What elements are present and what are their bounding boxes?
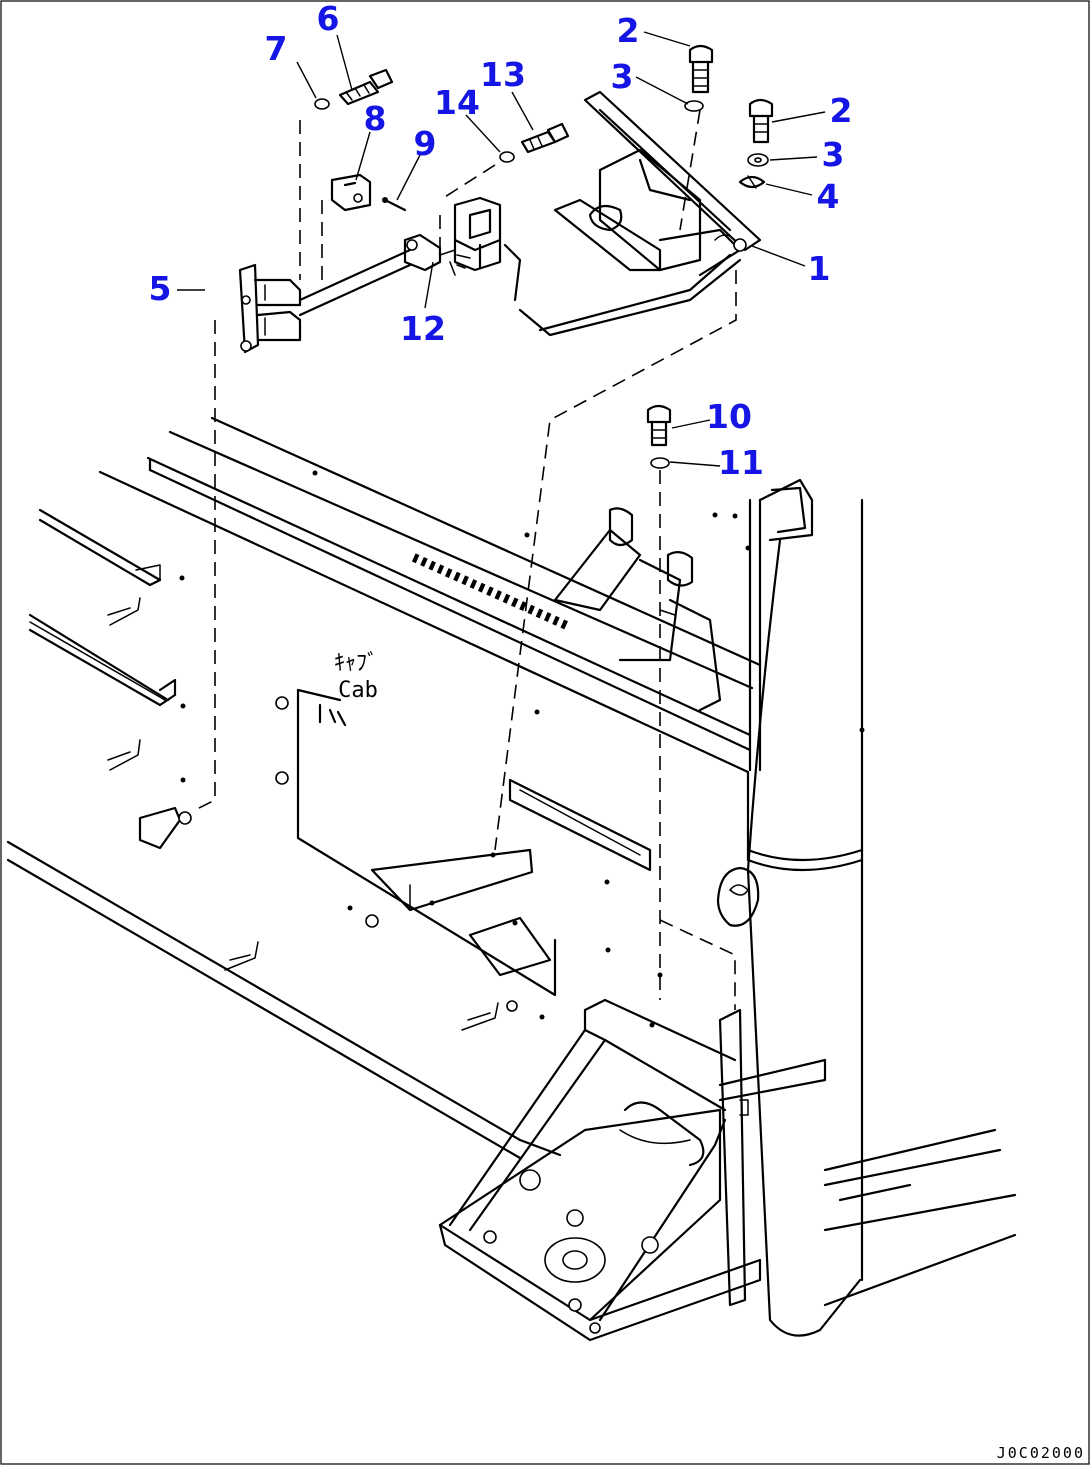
callout-10: 10 (706, 397, 752, 436)
clip-8 (330, 173, 372, 212)
assembly-guide-lines (194, 109, 737, 1010)
callout-3-upper: 3 (611, 57, 634, 96)
panel-fixings (107, 470, 865, 1031)
screw-9 (383, 198, 407, 212)
callout-3-right: 3 (822, 135, 845, 174)
drawing-number: J0C02000 (997, 1444, 1085, 1462)
bolt-2b (748, 98, 774, 118)
base-frame (438, 998, 1017, 1342)
callout-6: 6 (317, 0, 340, 38)
callout-9: 9 (414, 124, 437, 163)
wiper-motor-assembly (553, 90, 762, 277)
link-bracket-rod (298, 233, 456, 317)
leader-lines (177, 31, 826, 467)
callout-4: 4 (817, 177, 840, 216)
callout-14: 14 (434, 83, 480, 122)
callout-7: 7 (265, 29, 288, 68)
bracket-5 (238, 263, 302, 354)
bolt-10 (646, 404, 672, 424)
callout-2-right: 2 (830, 91, 853, 130)
callout-13: 13 (480, 55, 526, 94)
washer-11 (650, 457, 670, 469)
callout-8: 8 (364, 99, 387, 138)
washer-7 (314, 98, 330, 110)
callout-2-upper: 2 (617, 11, 640, 50)
cab-body: ▮▮▮▮▮▮▮▮▮▮▮▮▮▮▮▮▮▮▮ (6, 416, 864, 1337)
callout-5: 5 (149, 269, 172, 308)
bolt-2a (688, 44, 714, 64)
fasteners (314, 44, 774, 469)
callout-12: 12 (400, 309, 446, 348)
link-rod (503, 243, 742, 337)
lock-washer-4 (738, 175, 766, 189)
bolt-6 (338, 80, 380, 106)
washer-14 (499, 151, 515, 163)
switch-block (453, 196, 502, 272)
callout-labels: 6 7 2 3 13 14 2 8 9 3 4 1 5 12 10 11 (149, 0, 853, 482)
cab-label-english: Cab (338, 678, 378, 703)
callout-11: 11 (718, 443, 764, 482)
washer-3a (684, 100, 704, 112)
cab-label-japanese: ｷｬﾌﾞ (334, 651, 378, 676)
callout-1: 1 (808, 249, 831, 288)
